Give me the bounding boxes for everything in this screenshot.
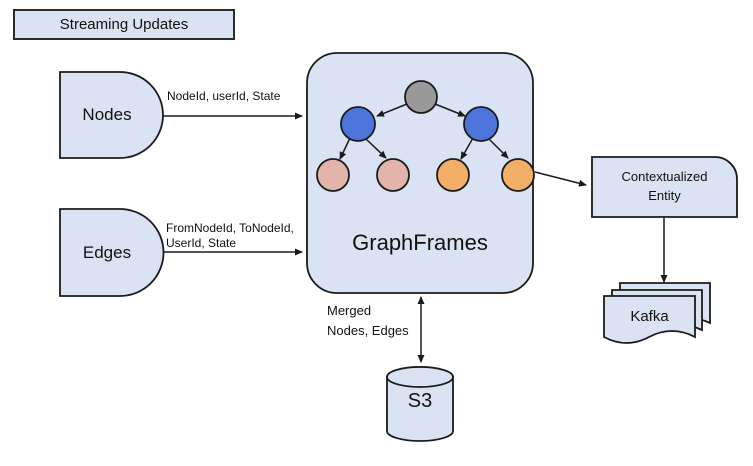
edges-arrow-label-line2: UserId, State [166,236,237,250]
tree-edge-left-leaf1 [339,137,351,160]
tree-leaf-node-2 [376,158,410,192]
kafka-sheet-front [603,295,696,344]
edges-arrow-label: FromNodeId, ToNodeId, UserId, State [166,221,294,251]
kafka-stack [603,282,711,344]
tree-left-branch-node [340,106,376,142]
tree-edge-root-right [434,103,466,117]
kafka-label: Kafka [630,307,669,325]
edges-arrow-label-line1: FromNodeId, ToNodeId, [166,221,294,235]
nodes-shape [59,71,164,159]
s3-label: S3 [407,390,433,412]
streaming-updates-box: Streaming Updates [13,9,235,40]
tree-right-branch-node [463,106,499,142]
tree-edge-right-leaf4 [488,138,509,159]
tree-edge-right-leaf3 [460,137,474,160]
tree-leaf-node-4 [501,158,535,192]
merged-label-line2: Nodes, Edges [327,323,409,338]
edges-label: Edges [82,242,132,262]
graphframes-to-entity-arrow [534,171,587,187]
nodes-label: Nodes [82,105,132,124]
merged-label-line1: Merged [327,303,372,318]
edges-shape [59,208,165,297]
s3-cylinder-rim [386,366,454,388]
tree-edge-root-left [376,103,408,117]
tree-leaf-node-1 [316,158,350,192]
merged-nodes-edges-label: Merged Nodes, Edges [327,301,409,341]
graphframes-tree [316,80,535,192]
nodes-arrow-label: NodeId, userId, State [167,89,281,103]
graphframes-label: GraphFrames [352,230,488,255]
contextualized-entity-box [591,156,738,218]
tree-edge-left-leaf2 [365,138,387,159]
tree-leaf-node-3 [436,158,470,192]
tree-root-node [404,80,438,114]
streaming-updates-label: Streaming Updates [59,16,189,33]
contextualized-entity-text: Contextualized Entity [621,169,708,203]
s3-cylinder [386,366,454,442]
contextualized-entity-label: Contextualized Entity [592,157,737,217]
